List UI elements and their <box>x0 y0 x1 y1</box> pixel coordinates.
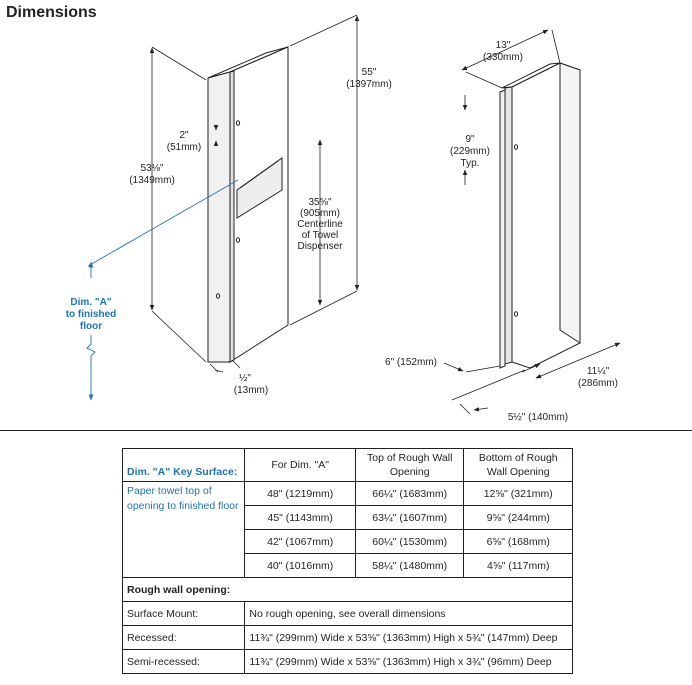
flange-metric: (13mm) <box>234 385 268 396</box>
centerline-line-4: of Towel <box>302 230 339 241</box>
width-metric: (330mm) <box>483 52 523 63</box>
front-view-dimension-lines <box>149 14 360 373</box>
table-cell: 60¼" (1530mm) <box>354 529 465 554</box>
column-header-dim-a: For Dim. "A" <box>244 448 356 482</box>
rough-opening-header: Rough wall opening: <box>122 577 573 602</box>
centerline-line-3: Centerline <box>297 219 343 230</box>
dim-a-line-3: floor <box>80 321 102 332</box>
depth-recess: 5½" (140mm) <box>508 412 568 423</box>
rough-label: Surface Mount: <box>121 601 246 626</box>
table-cell: 6⅝" (168mm) <box>463 529 573 554</box>
table-cell: 58¼" (1480mm) <box>354 553 465 578</box>
table-row: 42" (1067mm) 60¼" (1530mm) 6⅝" (168mm) <box>123 529 573 554</box>
overall-height-imperial: 55" <box>362 67 377 78</box>
flange-imperial: ½" <box>239 373 251 384</box>
spacing-metric: (229mm) <box>450 146 490 157</box>
rough-value: 11¾" (299mm) Wide x 53⅝" (1363mm) High x… <box>244 649 573 674</box>
side-view-dimension-lines <box>443 29 621 415</box>
centerline-line-2: (905mm) <box>300 208 340 219</box>
key-surface-description: Paper towel top of opening to finished f… <box>121 481 246 578</box>
dimension-drawing: 55" (1397mm) 53⅛" (1349mm) 2" (51mm) 35⅝… <box>66 14 621 423</box>
side-view-cabinet <box>499 62 581 369</box>
table-cell: 66¼" (1683mm) <box>354 481 465 506</box>
body-height-metric: (1349mm) <box>129 175 175 186</box>
column-header-bottom-opening: Bottom of Rough Wall Opening <box>463 448 573 482</box>
table-cell: 42" (1067mm) <box>244 529 356 554</box>
table-row: 40" (1016mm) 58¼" (1480mm) 4⅝" (117mm) <box>123 553 573 578</box>
key-surface-header: Dim. "A" Key Surface: <box>121 448 246 482</box>
table-row: Surface Mount: No rough opening, see ove… <box>121 601 573 626</box>
page-heading: Dimensions <box>6 4 97 21</box>
rough-label: Recessed: <box>121 625 246 650</box>
table-row: Paper towel top of opening to finished f… <box>121 481 573 578</box>
front-view-cabinet <box>207 46 289 363</box>
table-row: Semi-recessed: 11¾" (299mm) Wide x 53⅝" … <box>121 649 573 674</box>
width-imperial: 13" <box>496 40 511 51</box>
rough-opening-header-row: Rough wall opening: <box>122 577 573 602</box>
table-row: Recessed: 11¾" (299mm) Wide x 53⅝" (1363… <box>121 625 573 650</box>
rough-value: 11¾" (299mm) Wide x 53⅝" (1363mm) High x… <box>244 625 573 650</box>
rough-label: Semi-recessed: <box>121 649 246 674</box>
table-cell: 48" (1219mm) <box>244 481 356 506</box>
table-cell: 45" (1143mm) <box>244 505 356 530</box>
dimension-table: Dim. "A" Key Surface: For Dim. "A" Top o… <box>121 448 573 674</box>
table-cell: 40" (1016mm) <box>244 553 356 578</box>
rough-value: No rough opening, see overall dimensions <box>244 601 573 626</box>
wall-width-metric: (286mm) <box>578 378 618 389</box>
table-cell: 9⅝" (244mm) <box>463 505 573 530</box>
table-row: 45" (1143mm) 63¼" (1607mm) 9⅝" (244mm) <box>123 505 573 530</box>
spacing-typ: Typ. <box>461 158 480 169</box>
column-header-top-opening: Top of Rough Wall Opening <box>354 448 465 482</box>
overall-height-metric: (1397mm) <box>346 79 392 90</box>
dim-a-line-2: to finished <box>66 309 117 320</box>
table-cell: 4⅝" (117mm) <box>463 553 573 578</box>
top-offset-imperial: 2" <box>179 130 189 141</box>
centerline-line-1: 35⅝" <box>308 197 331 208</box>
section-divider <box>0 430 692 431</box>
depth-total: 6" (152mm) <box>385 357 437 368</box>
dim-a-line-1: Dim. "A" <box>70 297 111 308</box>
table-header-row: Dim. "A" Key Surface: For Dim. "A" Top o… <box>121 448 573 482</box>
body-height-imperial: 53⅛" <box>140 163 163 174</box>
centerline-line-5: Dispenser <box>297 241 343 252</box>
spacing-imperial: 9" <box>465 134 475 145</box>
table-cell: 63¼" (1607mm) <box>354 505 465 530</box>
dim-a-leader <box>86 179 239 401</box>
table-cell: 12⅝" (321mm) <box>463 481 573 506</box>
wall-width-imperial: 11¼" <box>587 365 610 377</box>
top-offset-metric: (51mm) <box>167 142 201 153</box>
